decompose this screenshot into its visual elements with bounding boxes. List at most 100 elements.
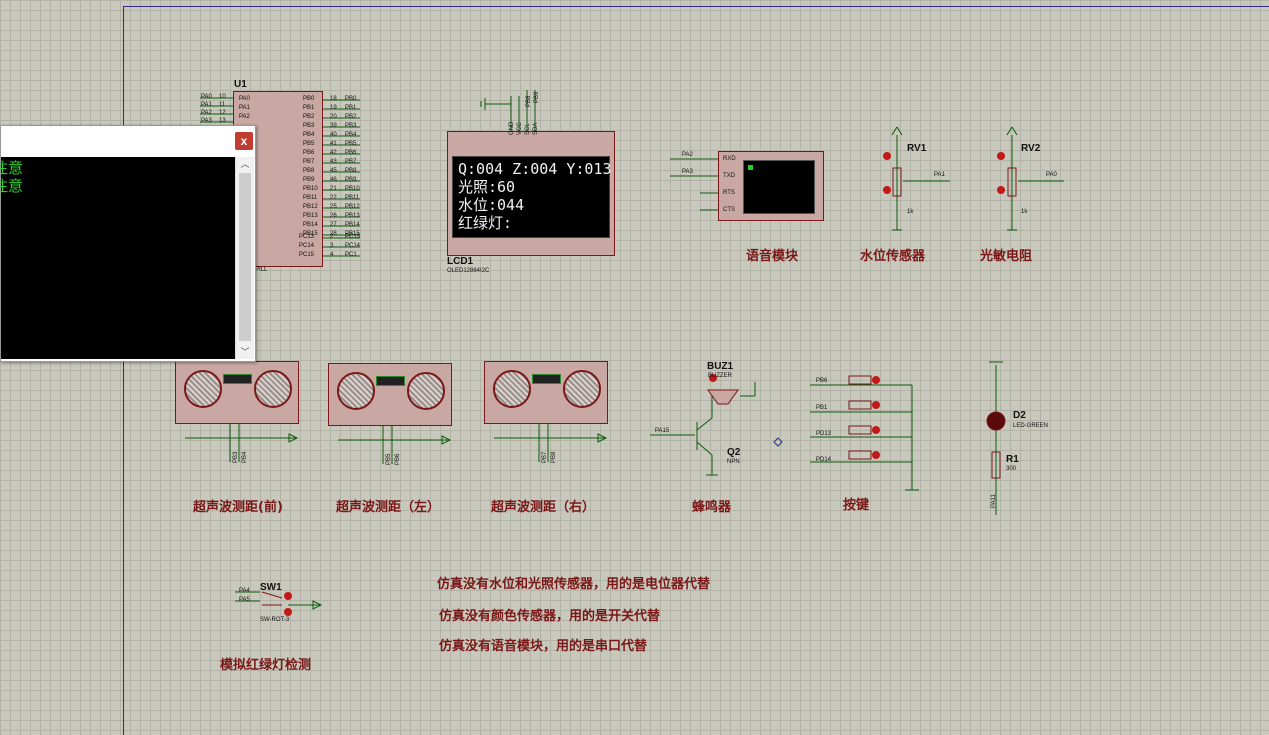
mcu-left-pin-number: 12 bbox=[219, 110, 226, 116]
mcu-right-pin: PB5 bbox=[303, 141, 315, 147]
mcu-right-net: PB8 bbox=[345, 168, 357, 174]
note-3: 仿真没有语音模块，用的是串口代替 bbox=[439, 639, 648, 654]
mcu-right-net: PB4 bbox=[345, 132, 357, 138]
buzzer-part: BUZZER bbox=[708, 373, 732, 379]
sheet-border-top bbox=[123, 6, 1269, 7]
oled-screen: Q:004 Z:004 Y:013 光照:60 水位:044 红绿灯: bbox=[452, 156, 612, 238]
mcu-right-net: PB6 bbox=[345, 150, 357, 156]
mcu-pc-pin-number: 2 bbox=[330, 234, 334, 240]
mcu-pc-net: PC1 bbox=[345, 252, 357, 258]
mcu-right-pin: PB1 bbox=[303, 105, 315, 111]
led-part: LED-GREEN bbox=[1013, 423, 1049, 429]
oled-net-sda: PB9 bbox=[534, 91, 540, 103]
ultrasonic-left-label: 超声波测距（左） bbox=[336, 500, 441, 515]
mcu-right-pin-number: 19 bbox=[330, 105, 337, 111]
mcu-right-pin-number: 28 bbox=[330, 231, 337, 237]
mcu-left-net: PA0 bbox=[201, 94, 212, 100]
us-right-net-2: PB8 bbox=[551, 451, 557, 463]
terminal-scrollbar[interactable]: ︿ ﹀ bbox=[235, 157, 254, 359]
ultrasonic-right[interactable] bbox=[484, 361, 608, 424]
mcu-pc-net: PC14 bbox=[345, 243, 361, 249]
mcu-right-pin-number: 21 bbox=[330, 186, 337, 192]
key-net-2: PB1 bbox=[816, 405, 828, 411]
buzzer-net: PA15 bbox=[655, 428, 670, 434]
oled-line-4: 红绿灯: bbox=[458, 214, 513, 232]
us-left-net-2: PB6 bbox=[395, 453, 401, 465]
close-button[interactable]: x bbox=[235, 132, 253, 150]
mcu-right-pin-number: 43 bbox=[330, 159, 337, 165]
mcu-right-pin: PB2 bbox=[303, 114, 315, 120]
sw1-net-1: PA4 bbox=[239, 588, 250, 594]
oled-pin-gnd: GND bbox=[509, 121, 515, 135]
terminal-output[interactable]: 注意 注意 bbox=[0, 157, 235, 359]
mcu-right-net: PB14 bbox=[345, 222, 360, 228]
led-ref: D2 bbox=[1013, 410, 1026, 421]
voice-label: 语音模块 bbox=[746, 249, 799, 264]
r1-ref: R1 bbox=[1006, 454, 1019, 465]
ultrasonic-eye bbox=[493, 370, 531, 408]
ultrasonic-display bbox=[532, 374, 561, 384]
mcu-right-pin-number: 27 bbox=[330, 222, 337, 228]
mcu-right-pin: PB0 bbox=[303, 96, 315, 102]
scroll-thumb[interactable] bbox=[239, 173, 251, 341]
voice-pin-cts: CTS bbox=[723, 207, 735, 213]
rv2-value: 1k bbox=[1021, 209, 1028, 215]
mcu-pc-pin-number: 4 bbox=[330, 252, 334, 258]
mcu-footer: PILL bbox=[255, 267, 268, 273]
sw1-part: SW-ROT-3 bbox=[260, 617, 290, 623]
mcu-right-pin-number: 18 bbox=[330, 96, 337, 102]
lcd-part: OLED12864I2C bbox=[447, 268, 490, 274]
buzzer-ref: BUZ1 bbox=[707, 361, 734, 372]
oled-pin-vcc: VCC bbox=[517, 122, 523, 135]
mcu-inner-pin: PA2 bbox=[239, 114, 250, 120]
sw1-net-2: PA5 bbox=[239, 597, 250, 603]
oled-pin-scl: SCL bbox=[525, 123, 531, 135]
us-right-net-1: PB7 bbox=[542, 451, 548, 463]
mcu-right-pin-number: 40 bbox=[330, 132, 337, 138]
mcu-right-pin: PB7 bbox=[303, 159, 315, 165]
ultrasonic-right-label: 超声波测距（右） bbox=[491, 500, 596, 515]
q2-part: NPN bbox=[727, 459, 740, 465]
mcu-right-pin-number: 45 bbox=[330, 168, 337, 174]
virtual-terminal-window[interactable]: x 注意 注意 ︿ ﹀ bbox=[0, 125, 256, 362]
ultrasonic-display bbox=[376, 376, 405, 386]
rv2-ref: RV2 bbox=[1021, 143, 1041, 154]
ultrasonic-eye bbox=[563, 370, 601, 408]
mcu-pc-pin: PC13 bbox=[299, 234, 315, 240]
oled-display[interactable]: Q:004 Z:004 Y:013 光照:60 水位:044 红绿灯: bbox=[447, 131, 615, 256]
sw1-ref: SW1 bbox=[260, 582, 282, 593]
mcu-left-net: PA2 bbox=[201, 110, 212, 116]
voice-screen bbox=[743, 160, 815, 214]
oled-pin-sda: SDA bbox=[533, 122, 539, 135]
ultrasonic-front[interactable] bbox=[175, 361, 299, 424]
ultrasonic-left[interactable] bbox=[328, 363, 452, 426]
mcu-right-pin: PB6 bbox=[303, 150, 315, 156]
mcu-right-net: PB2 bbox=[345, 114, 357, 120]
voice-module[interactable] bbox=[718, 151, 824, 221]
terminal-line-1: 注意 bbox=[0, 159, 24, 177]
rv1-net: PA1 bbox=[934, 172, 945, 178]
rv1-label: 水位传感器 bbox=[860, 249, 926, 264]
oled-line-1: Q:004 Z:004 Y:013 bbox=[458, 160, 612, 178]
mcu-right-pin-number: 42 bbox=[330, 150, 337, 156]
ultrasonic-front-label: 超声波测距(前) bbox=[193, 500, 283, 515]
mcu-left-net: PA1 bbox=[201, 102, 212, 108]
mcu-pc-pin: PC15 bbox=[299, 252, 315, 258]
oled-net-scl: PB8 bbox=[526, 95, 532, 107]
mcu-right-net: PB9 bbox=[345, 177, 357, 183]
mcu-pc-net: PC13 bbox=[345, 234, 361, 240]
mcu-right-pin: PB4 bbox=[303, 132, 315, 138]
mcu-right-pin: PB8 bbox=[303, 168, 315, 174]
mcu-right-pin: PB10 bbox=[303, 186, 318, 192]
rv2-net: PA0 bbox=[1046, 172, 1057, 178]
mcu-right-net: PB13 bbox=[345, 213, 360, 219]
mcu-right-net: PB10 bbox=[345, 186, 360, 192]
mcu-right-pin: PB3 bbox=[303, 123, 315, 129]
scroll-down-icon[interactable]: ﹀ bbox=[240, 347, 250, 357]
scroll-up-icon[interactable]: ︿ bbox=[240, 159, 250, 169]
ultrasonic-eye bbox=[337, 372, 375, 410]
us-front-net-2: PB4 bbox=[242, 451, 248, 463]
ultrasonic-eye bbox=[184, 370, 222, 408]
voice-pin-rxd: RXD bbox=[723, 156, 736, 162]
